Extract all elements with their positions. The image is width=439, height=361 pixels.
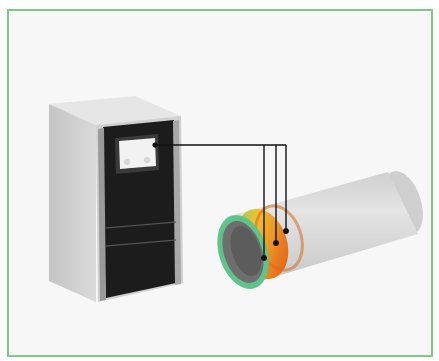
- instrument-top-panel: [49, 96, 181, 125]
- probe-dot-1: [152, 142, 158, 148]
- instrument-knob-left: [123, 158, 131, 166]
- instrument-side-panel: [49, 104, 96, 302]
- probe-connectors: [152, 142, 289, 261]
- pipe-cylinder-icon: [217, 171, 423, 289]
- probe-dot-3: [273, 240, 279, 246]
- probe-cable-icon: [155, 144, 287, 258]
- instrument-rail-right: [173, 120, 181, 285]
- instrument-screen: [119, 138, 156, 169]
- ultrasonic-instrument-icon: [49, 96, 183, 302]
- instrument-knob-right: [143, 156, 151, 164]
- instrument-groove-2: [105, 239, 177, 247]
- instrument-rail-left: [98, 128, 106, 301]
- instrument-groove-1: [105, 221, 177, 229]
- probe-dot-4: [283, 228, 289, 234]
- probe-dot-2: [261, 255, 267, 261]
- pipe-opening-shadow: [230, 225, 262, 277]
